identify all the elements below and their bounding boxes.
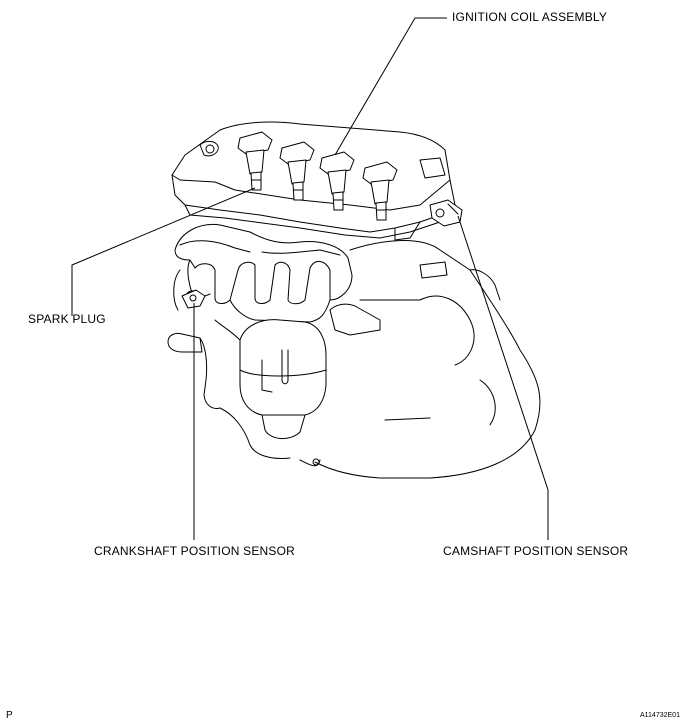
- label-camshaft-position-sensor: CAMSHAFT POSITION SENSOR: [443, 544, 629, 558]
- leader-camshaft: [457, 215, 549, 540]
- figure-id: A114732E01: [640, 712, 680, 719]
- catalytic-converter: [214, 319, 327, 439]
- ignition-coil-4: [362, 161, 398, 221]
- camshaft-sensor-part: [429, 199, 463, 227]
- ignition-coil-2: [279, 141, 315, 201]
- leader-lines: [71, 17, 549, 540]
- leader-spark-plug: [71, 187, 256, 316]
- ignition-coil-1: [237, 131, 273, 191]
- crankshaft-sensor-part: [181, 289, 211, 309]
- ignition-coils: [237, 131, 398, 221]
- label-spark-plug: SPARK PLUG: [28, 312, 106, 326]
- page-mark: P: [6, 710, 13, 721]
- ignition-coil-3: [319, 151, 355, 211]
- engine-block: [299, 240, 541, 479]
- cylinder-head: [171, 121, 456, 241]
- label-crankshaft-position-sensor: CRANKSHAFT POSITION SENSOR: [94, 544, 296, 558]
- label-ignition-coil-assembly: IGNITION COIL ASSEMBLY: [452, 10, 608, 24]
- exhaust-manifold: [174, 223, 353, 323]
- leader-ignition-coil: [334, 17, 447, 156]
